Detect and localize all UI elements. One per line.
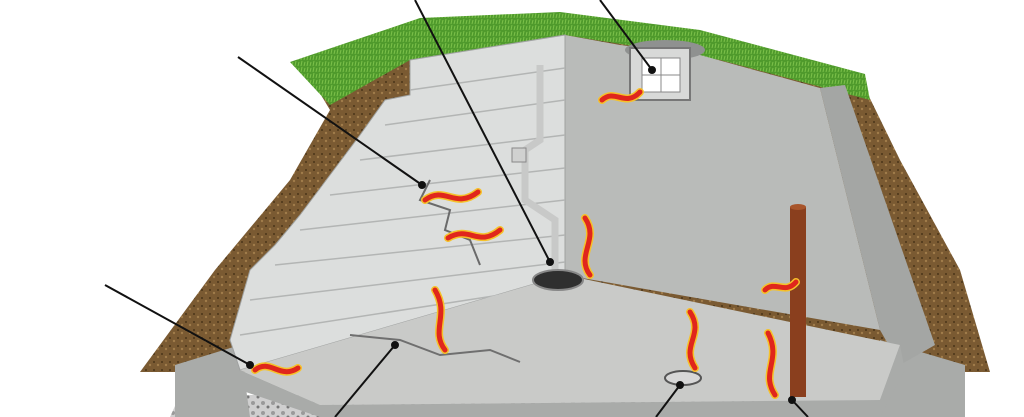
- floor-slab-edge: [240, 345, 905, 417]
- moisture-arrow-icon: [251, 362, 302, 376]
- moisture-arrows: [251, 88, 800, 399]
- leader-wall-crack: [237, 56, 423, 186]
- leader-cove-joint: [104, 284, 251, 366]
- moisture-arrow-icon: [421, 188, 482, 204]
- moisture-arrow-icon: [444, 226, 504, 242]
- basement-window: [625, 40, 705, 101]
- moisture-arrow-icon: [431, 286, 449, 354]
- callout-leader-lines: [104, 0, 809, 417]
- moisture-arrow-icon: [764, 329, 779, 399]
- moisture-arrow-icon: [598, 88, 644, 104]
- leader-sump-pump: [414, 0, 551, 263]
- moisture-arrow-icon: [761, 278, 800, 294]
- leader-floor-crack: [334, 344, 396, 417]
- support-post: [790, 204, 806, 397]
- moisture-arrow-icon: [581, 214, 594, 279]
- concrete-floor-slab: [240, 275, 900, 405]
- leader-window-well: [599, 0, 653, 71]
- moisture-arrow-icon: [686, 308, 699, 372]
- floor-crack: [349, 334, 521, 363]
- leader-floor-drain: [655, 384, 681, 417]
- wall-crack: [418, 179, 481, 266]
- grass-top: [290, 12, 870, 105]
- wall-buttress: [820, 85, 935, 365]
- sump-pump: [511, 65, 584, 291]
- footing-left: [175, 345, 250, 417]
